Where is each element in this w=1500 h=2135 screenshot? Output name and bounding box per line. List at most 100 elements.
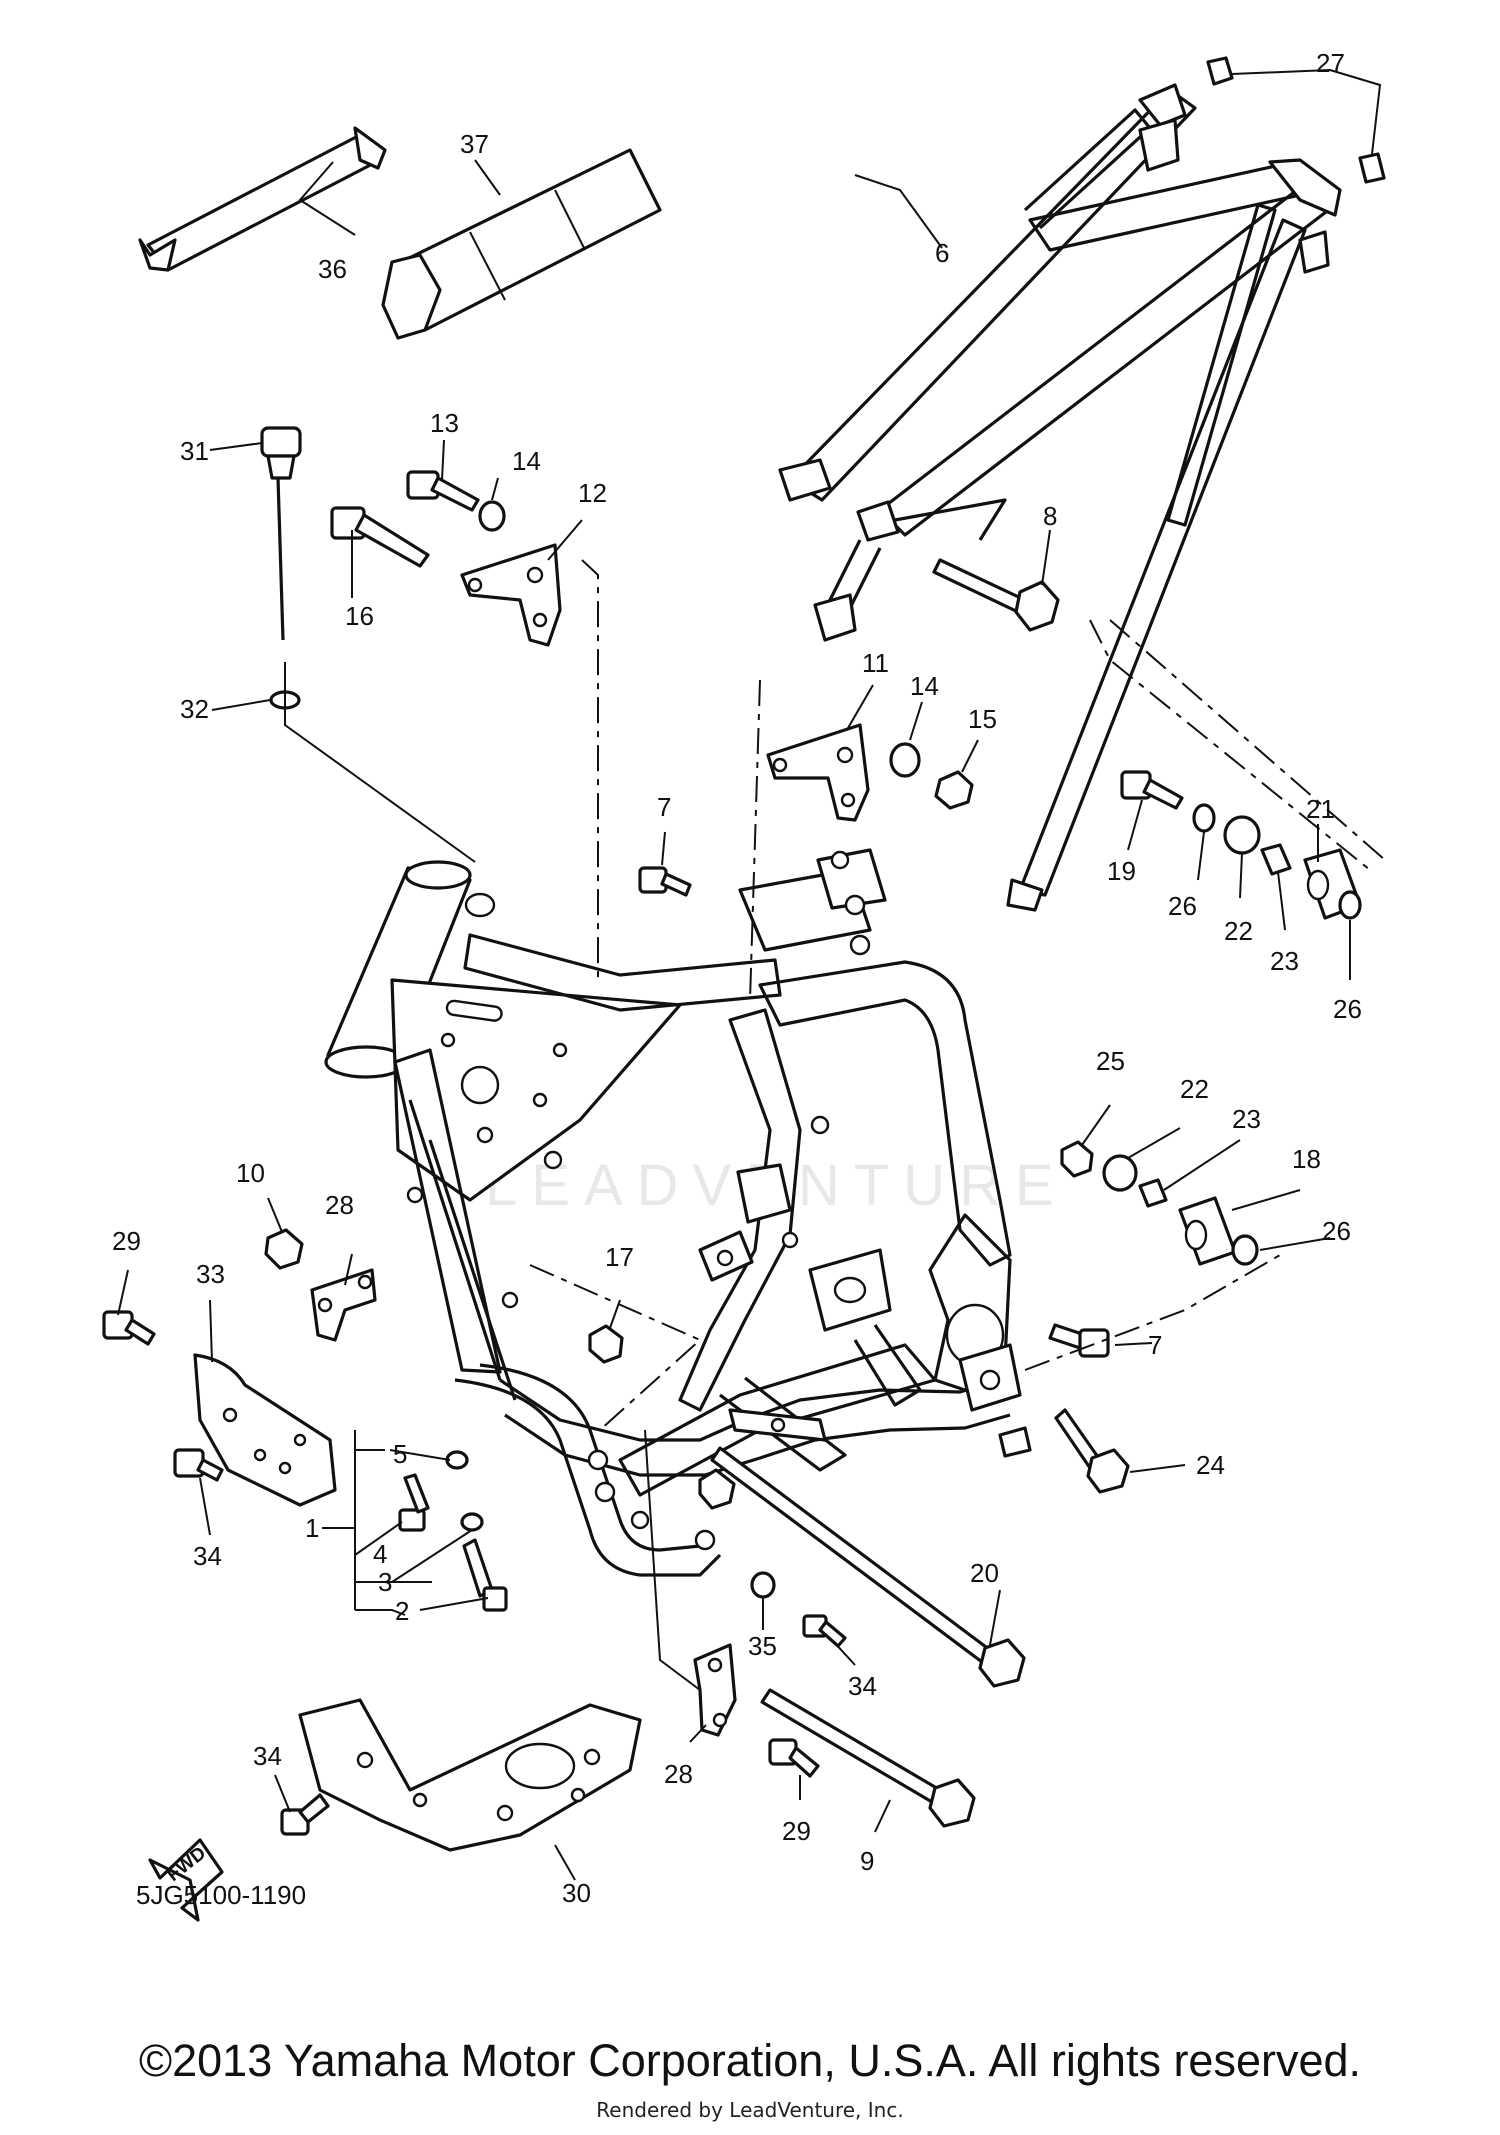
- callout-6: 6: [935, 238, 949, 268]
- callout-36: 35: [748, 1631, 777, 1661]
- bolt-29b: [768, 1738, 820, 1778]
- callout-30: 30: [562, 1878, 591, 1908]
- bolt-4: [398, 1473, 430, 1532]
- callout-27: 27: [1316, 48, 1345, 78]
- callout-8: 8: [1043, 501, 1057, 531]
- rear-subframe: [778, 83, 1342, 912]
- bolt-29a: [102, 1310, 156, 1346]
- socket-wrench-tool: [381, 148, 662, 340]
- callout-10: 10: [236, 1158, 265, 1188]
- callout-13: 13: [430, 408, 459, 438]
- callout-22b: 22: [1180, 1074, 1209, 1104]
- leader-lines: [117, 69, 1382, 1881]
- callout-24: 24: [1196, 1450, 1225, 1480]
- main-frame: [324, 848, 1032, 1577]
- diagram-code: 5JG5100-1190: [136, 1880, 307, 1910]
- callout-7a: 7: [657, 792, 671, 822]
- washer-26a: [1192, 803, 1216, 833]
- assembly-lines: [529, 559, 1386, 1431]
- bolt-7a: [638, 866, 692, 897]
- callout-29a: 29: [112, 1226, 141, 1256]
- bolt-24: [1054, 1408, 1130, 1494]
- callout-37: 36: [318, 254, 347, 284]
- callout-15: 15: [968, 704, 997, 734]
- callout-11: 11: [862, 648, 889, 678]
- callout-9: 9: [860, 1846, 874, 1876]
- cap-27a: [1206, 56, 1234, 86]
- bolt-34b: [280, 1793, 330, 1836]
- washer-26b: [1338, 890, 1362, 920]
- damper-20: [1178, 1196, 1237, 1266]
- washer-14a: [478, 500, 506, 532]
- callout-38: 37: [460, 129, 489, 159]
- callout-26a: 26: [1168, 891, 1197, 921]
- callout-28a: 28: [325, 1190, 354, 1220]
- cap-27b: [1358, 152, 1386, 184]
- washer-26c: [1231, 1234, 1259, 1266]
- spacer-23a: [1260, 843, 1292, 876]
- callout-28b: 28: [664, 1759, 693, 1789]
- engine-bracket-12: [460, 543, 562, 647]
- nut-10: [264, 1228, 304, 1270]
- collar-22a: [1223, 815, 1261, 855]
- nut-25: [1060, 1140, 1094, 1178]
- nut-36a: [698, 1468, 736, 1510]
- bolt-8: [932, 558, 1060, 632]
- callout-26c: 26: [1322, 1216, 1351, 1246]
- callout-5: 5: [393, 1439, 407, 1469]
- callout-23b: 23: [1232, 1104, 1261, 1134]
- callout-25: 25: [1096, 1046, 1125, 1076]
- oil-dipstick: [260, 426, 302, 641]
- bolt-2: [462, 1538, 508, 1612]
- spacer-23b: [1138, 1178, 1168, 1208]
- callout-2: 2: [395, 1596, 409, 1626]
- callout-12: 12: [578, 478, 607, 508]
- bolt-7b: [1048, 1323, 1110, 1358]
- callout-35: 34: [848, 1671, 877, 1701]
- bolt-34a: [173, 1448, 224, 1482]
- callout-7b: 7: [1148, 1330, 1162, 1360]
- bolt-16: [330, 506, 430, 568]
- callout-14a: 14: [512, 446, 541, 476]
- callout-21: 21: [1306, 794, 1335, 824]
- chain-guide-33: [193, 1353, 337, 1507]
- collar-22b: [1102, 1154, 1138, 1192]
- callout-18: 17: [605, 1242, 634, 1272]
- callout-22a: 22: [1224, 916, 1253, 946]
- callout-4: 4: [373, 1539, 387, 1569]
- bolt-13: [406, 470, 480, 512]
- callout-33: 33: [196, 1259, 225, 1289]
- bracket-28a: [310, 1268, 377, 1342]
- rendered-by-note: Rendered by LeadVenture, Inc.: [596, 2098, 904, 2122]
- bracket-28b: [693, 1643, 737, 1737]
- callout-17: 20: [970, 1558, 999, 1588]
- callout-1: 1: [305, 1513, 319, 1543]
- callout-34a: 34: [193, 1541, 222, 1571]
- callout-29b: 29: [782, 1816, 811, 1846]
- callout-3: 3: [378, 1567, 392, 1597]
- nut-18: [588, 1324, 624, 1364]
- wrench-tool: [138, 126, 387, 272]
- washer-36: [750, 1571, 776, 1599]
- callout-20: 18: [1292, 1144, 1321, 1174]
- callout-31: 31: [180, 436, 209, 466]
- bolt-9: [760, 1688, 976, 1828]
- washer-14b: [889, 742, 921, 778]
- callout-16: 16: [345, 601, 374, 631]
- bolt-35: [802, 1614, 847, 1648]
- bolt-17: [710, 1446, 1026, 1688]
- callout-23a: 23: [1270, 946, 1299, 976]
- copyright-notice: ©2013 Yamaha Motor Corporation, U.S.A. A…: [138, 2035, 1362, 2086]
- callout-14b: 14: [910, 671, 939, 701]
- skid-plate-30: [298, 1698, 642, 1852]
- bolt-19: [1120, 770, 1184, 810]
- callout-19: 19: [1107, 856, 1136, 886]
- engine-bracket-11: [766, 723, 870, 822]
- callout-34b: 34: [253, 1741, 282, 1771]
- nut-15: [934, 770, 974, 810]
- washer-3: [460, 1512, 484, 1532]
- callout-26b: 26: [1333, 994, 1362, 1024]
- callout-32: 32: [180, 694, 209, 724]
- callouts: 36 37 31 32 13 14 12 16 11 14 15 7 6 27 …: [112, 48, 1362, 1908]
